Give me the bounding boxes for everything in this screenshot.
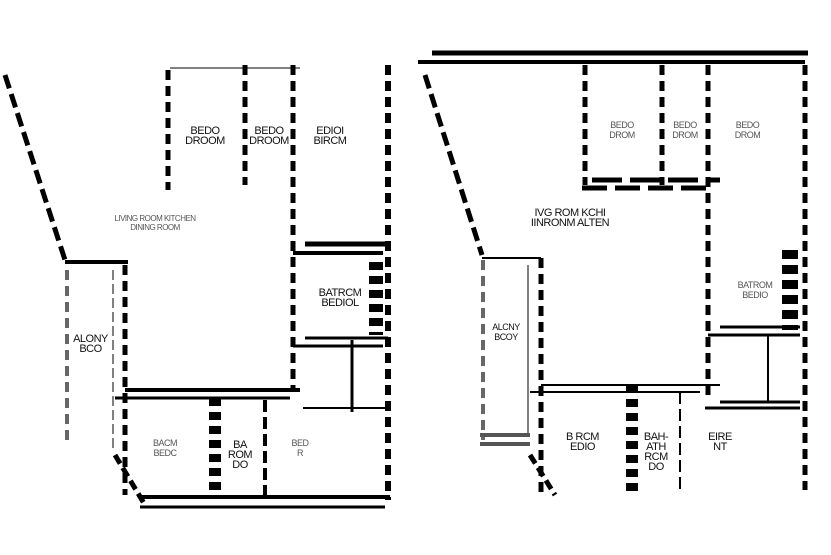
right-plan-walls: [418, 50, 808, 497]
left-plan-walls: [2, 65, 391, 509]
room-label: BAH-ATH RCM DO: [643, 431, 669, 473]
